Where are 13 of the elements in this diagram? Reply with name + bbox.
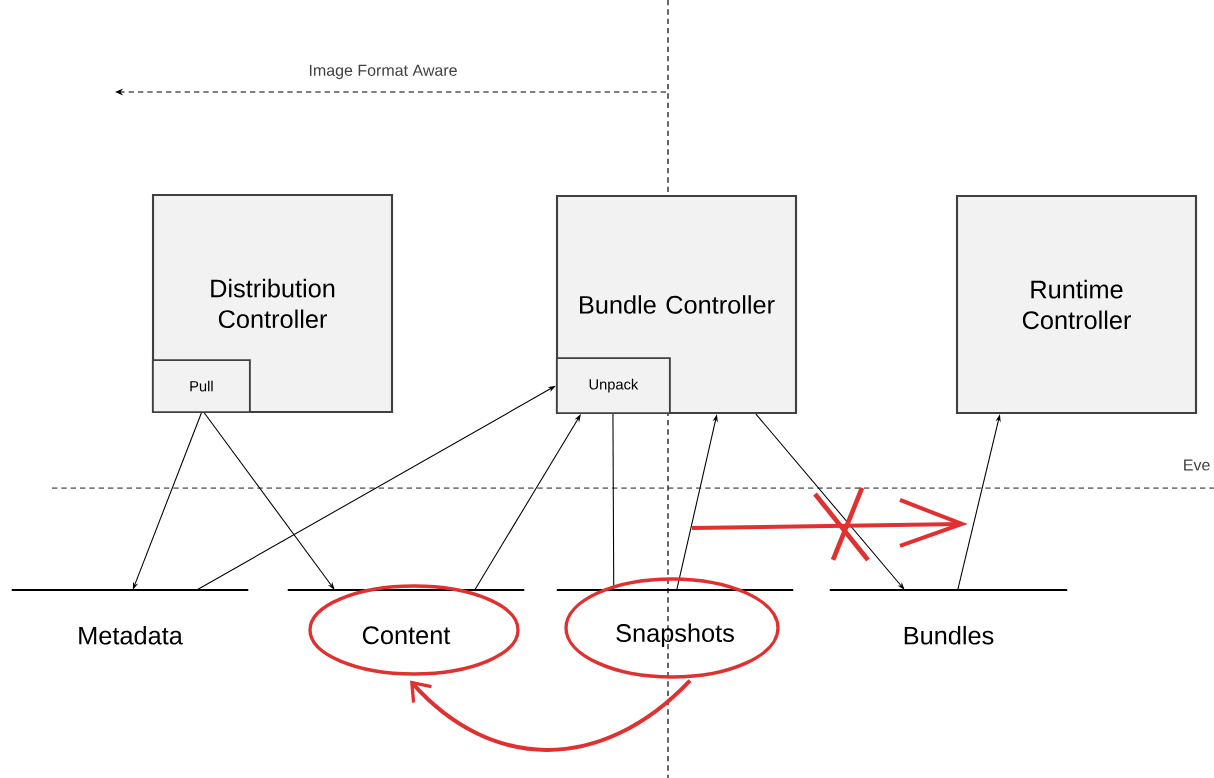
arrow bbox=[203, 412, 335, 590]
store-bar: Snapshots bbox=[556, 588, 794, 648]
arrow bbox=[474, 414, 581, 591]
note-label: Eve bbox=[1184, 459, 1210, 471]
note-label: Image Format Aware bbox=[309, 64, 457, 80]
arrow bbox=[410, 679, 692, 752]
store-bar: Content bbox=[287, 588, 525, 645]
store-bar: Bundles bbox=[829, 588, 1068, 645]
sub-box: Pull bbox=[151, 359, 251, 414]
arrow bbox=[755, 413, 905, 590]
store-bar: Metadata bbox=[11, 588, 249, 645]
sub-box: Unpack bbox=[555, 357, 671, 415]
controller-box: Runtime Controller bbox=[955, 194, 1198, 415]
